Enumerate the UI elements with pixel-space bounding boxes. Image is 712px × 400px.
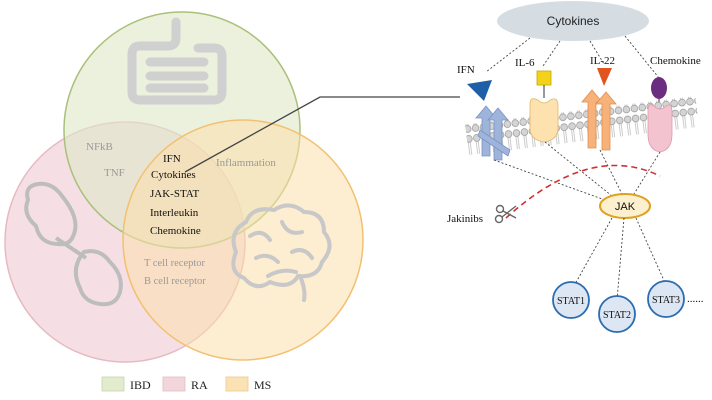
legend-label-ra: RA: [191, 378, 208, 392]
jakinibs-label: Jakinibs: [447, 213, 483, 225]
legend: IBD RA MS: [101, 376, 271, 392]
stat2-node: [598, 295, 636, 333]
il6-ligand-icon: [536, 70, 552, 98]
connector-line: [184, 96, 460, 173]
stat2-label: STAT2: [603, 310, 631, 321]
label-jak-stat-center: JAK-STAT: [150, 188, 200, 200]
cytokine-ligand-links: [485, 35, 660, 79]
venn-diagram: NFkB TNF Inflammation T cell receptor B …: [4, 11, 364, 363]
label-b-cell-receptor: B cell receptor: [144, 276, 206, 287]
ligand-label-il6: IL-6: [515, 57, 535, 69]
legend-swatch-ra: [162, 376, 186, 392]
label-inflammation: Inflammation: [216, 157, 276, 169]
brain-icon: [231, 203, 332, 302]
stat3-node: [647, 280, 685, 318]
legend-swatch-ibd: [101, 376, 125, 392]
intestine-icon: [127, 17, 227, 105]
legend-swatch-ms: [225, 376, 249, 392]
il22-receptor-icon: [581, 89, 617, 151]
ifn-ligand-icon: [467, 80, 492, 101]
jak-node: [599, 193, 651, 219]
label-t-cell-receptor: T cell receptor: [144, 258, 206, 269]
il6-receptor-icon: [529, 98, 559, 143]
scissors-icon: [494, 204, 517, 224]
stat3-label: STAT3: [652, 295, 680, 306]
label-interleukin-center: Interleukin: [150, 207, 199, 219]
label-nfkb: NFkB: [86, 141, 113, 153]
ligand-label-chemokine: Chemokine: [650, 55, 701, 67]
stat1-node: [552, 281, 590, 319]
pathway-panel: Cytokines IFN IL-6 IL-22 Chemokine: [447, 1, 704, 333]
jak-label: JAK: [615, 201, 636, 213]
il22-ligand-icon: [597, 68, 612, 86]
stat1-label: STAT1: [557, 296, 585, 307]
label-chemokine-center: Chemokine: [150, 225, 201, 237]
jakinib-inhibition-line: [505, 164, 661, 219]
chemokine-receptor-icon: [647, 104, 673, 153]
label-ifn-center: IFN: [163, 153, 181, 165]
cytokines-node: [497, 1, 649, 41]
receptor-jak-links: [493, 141, 661, 201]
cytokines-label: Cytokines: [547, 14, 600, 28]
more-stats-ellipsis: ......: [687, 293, 704, 305]
label-tnf: TNF: [104, 167, 125, 179]
ligand-label-il22: IL-22: [590, 55, 615, 67]
label-cytokines-center: Cytokines: [151, 169, 196, 181]
ifn-receptor-icon: [475, 105, 511, 161]
legend-label-ms: MS: [254, 378, 271, 392]
ligand-label-ifn: IFN: [457, 64, 475, 76]
joint-icon: [24, 181, 123, 307]
jak-stat-links: [573, 217, 667, 301]
legend-label-ibd: IBD: [130, 378, 151, 392]
cell-membrane: [465, 95, 700, 156]
